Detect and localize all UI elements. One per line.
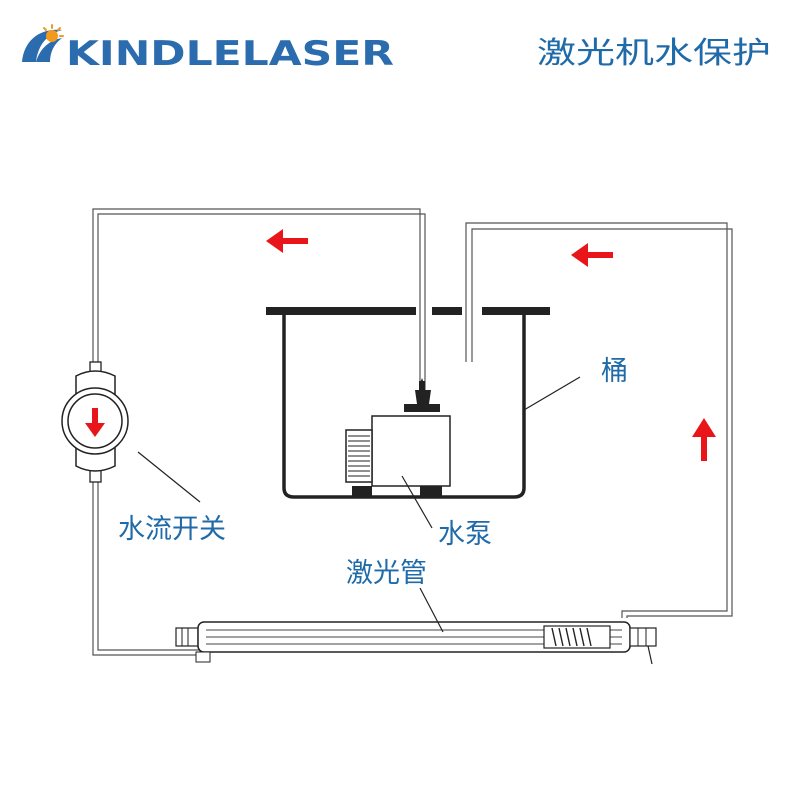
arrow-left-icon: [571, 243, 613, 267]
bucket: 桶: [266, 307, 628, 499]
bucket-lid-right: [482, 307, 550, 315]
flow-switch-label: 水流开关: [118, 514, 226, 545]
laser-tube-coil: [551, 627, 592, 647]
page-title: 激光机水保护: [537, 36, 771, 71]
water-pump: 水泵: [345, 378, 492, 550]
brand-name: KINDLELASER: [66, 34, 394, 74]
pump-vent-slats: [348, 435, 370, 477]
laser-tube-right-cap: [629, 627, 657, 647]
flow-switch-leader: [137, 451, 201, 503]
bucket-body: [282, 315, 526, 499]
pipe-left-lower-inner: [97, 482, 206, 651]
pipe-left-outer: [92, 208, 421, 362]
flow-arrows: [266, 229, 716, 461]
pump-foot-right: [420, 486, 442, 497]
pump-nozzle: [415, 390, 431, 404]
bucket-lid-left: [266, 307, 416, 315]
pump-body: [371, 415, 451, 487]
pump-label: 水泵: [438, 519, 492, 550]
laser-tube-coil-housing: [543, 625, 611, 649]
water-pipes: [92, 208, 733, 656]
pump-foot-left: [352, 486, 372, 497]
pipe-right-outer: [465, 222, 728, 618]
bucket-label: 桶: [601, 356, 628, 387]
laser-tube-label: 激光管: [346, 558, 427, 589]
arrow-left-icon: [266, 229, 308, 253]
pipe-right-inner: [471, 228, 733, 618]
pipe-left-inner: [97, 213, 426, 362]
flow-switch: 水流开关: [61, 361, 226, 545]
pump-top-plate: [404, 404, 440, 412]
pump-leader: [401, 475, 433, 529]
sun-swoosh-logo-icon: [22, 24, 64, 62]
bucket-lid-mid: [432, 307, 462, 315]
arrow-down-icon: [85, 408, 105, 437]
arrow-up-icon: [692, 418, 716, 461]
laser-tube: 激光管: [175, 558, 657, 665]
bucket-leader: [523, 376, 581, 411]
laser-tube-leader: [419, 587, 444, 633]
brand-logo: KINDLELASER: [22, 24, 394, 74]
laser-tube-left-cap: [175, 627, 199, 647]
